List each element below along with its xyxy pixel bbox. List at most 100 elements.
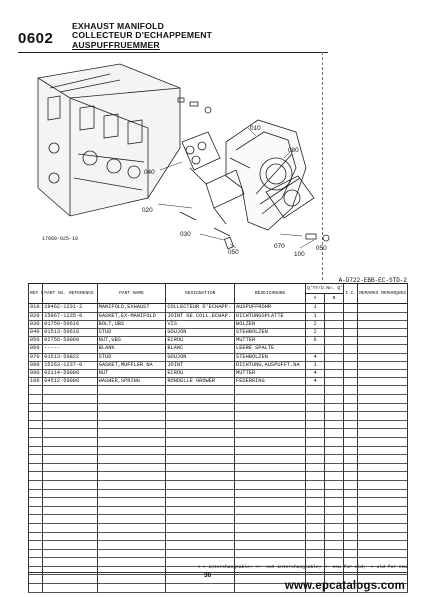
empty-cell [42, 549, 98, 559]
empty-cell [357, 497, 408, 507]
empty-cell [342, 446, 359, 456]
empty-cell [357, 385, 408, 395]
header-part-name: PART NAME [96, 282, 167, 305]
title-english: EXHAUST MANIFOLD [72, 21, 164, 31]
empty-cell [305, 480, 326, 490]
empty-row [27, 471, 408, 481]
header-quantity: Q'TY/U.No. Q'TE/No.C. STUECK/U.Nr. [305, 282, 344, 295]
callout-030: 030 [180, 231, 191, 238]
empty-cell [42, 428, 98, 438]
empty-cell [234, 411, 307, 421]
empty-cell [165, 489, 236, 499]
header-designation: DESIGNATION [165, 282, 236, 305]
empty-cell [165, 532, 236, 542]
empty-row [27, 489, 408, 499]
title-german: AUSPUFFRUEMMER [72, 39, 160, 50]
cell-rem [357, 303, 408, 313]
empty-cell [96, 394, 167, 404]
section-titles: EXHAUST MANIFOLD COLLECTEUR D'ECHAPPEMEN… [72, 21, 213, 50]
cell-a: 1 [305, 312, 326, 321]
cell-des: BLANC [165, 344, 236, 354]
cell-b [324, 336, 344, 345]
cell-ic [342, 328, 359, 337]
empty-cell [342, 497, 359, 507]
cell-a: 4 [305, 353, 326, 362]
cell-name: MANIFOLD,EXHAUST [96, 303, 167, 313]
empty-cell [27, 471, 44, 481]
cell-part: 02114-50080 [42, 369, 98, 378]
cell-part: 19462-1231-2 [42, 303, 98, 313]
empty-row [27, 463, 408, 473]
empty-cell [42, 463, 98, 473]
empty-cell [165, 549, 236, 559]
header-rule [18, 52, 328, 53]
empty-row [27, 446, 408, 456]
empty-row [27, 403, 408, 413]
cell-bez: MUTTER [234, 369, 307, 378]
empty-cell [165, 540, 236, 550]
empty-cell [305, 385, 326, 395]
cell-a: 6 [305, 336, 326, 345]
empty-cell [42, 446, 98, 456]
cell-a: 4 [305, 377, 326, 386]
empty-cell [342, 557, 359, 567]
empty-cell [96, 463, 167, 473]
callout-020: 020 [142, 207, 153, 214]
empty-cell [305, 454, 326, 464]
cell-rem [357, 312, 408, 321]
title-french: COLLECTEUR D'ECHAPPEMENT [72, 30, 213, 41]
empty-cell [165, 403, 236, 413]
empty-cell [234, 497, 307, 507]
cell-ic [342, 353, 359, 362]
header-qty-b: B [324, 293, 344, 305]
empty-cell [27, 411, 44, 421]
cell-name: WASHER,SPRING [96, 377, 167, 386]
empty-cell [42, 437, 98, 447]
cell-b [324, 320, 344, 329]
cell-rem [357, 377, 408, 386]
cell-b [324, 303, 344, 313]
cell-des: JOINT [165, 361, 236, 370]
section-number: 0602 [18, 30, 54, 47]
cell-bez: AUSPUFFROHR [234, 303, 307, 313]
cell-part: 02756-50060 [42, 336, 98, 345]
empty-row [27, 411, 408, 421]
empty-cell [27, 532, 44, 542]
empty-cell [27, 506, 44, 516]
empty-cell [27, 549, 44, 559]
callout-100: 100 [294, 251, 305, 258]
cell-ic [342, 369, 359, 378]
empty-cell [305, 437, 326, 447]
empty-cell [357, 471, 408, 481]
empty-row [27, 454, 408, 464]
header-remarks: REMARKS REMARQUES BEMERKUNGEN [357, 282, 408, 305]
cell-rem [357, 344, 408, 354]
empty-cell [96, 506, 167, 516]
empty-cell [42, 454, 98, 464]
cell-a [305, 344, 326, 354]
empty-cell [42, 523, 98, 533]
empty-cell [42, 583, 98, 593]
empty-cell [357, 566, 408, 576]
empty-cell [357, 549, 408, 559]
empty-cell [357, 480, 408, 490]
empty-cell [42, 497, 98, 507]
empty-cell [42, 557, 98, 567]
empty-cell [342, 471, 359, 481]
empty-cell [27, 574, 44, 585]
cell-a: 1 [305, 361, 326, 370]
cell-des: JOINT DE COLL.ECHAP. [165, 312, 236, 321]
empty-cell [342, 583, 359, 593]
cell-name: BLANK [96, 344, 167, 354]
empty-cell [165, 437, 236, 447]
empty-cell [324, 454, 344, 464]
cell-bez: STEHBOLZEN [234, 328, 307, 337]
cell-a: 1 [305, 303, 326, 313]
empty-cell [357, 540, 408, 550]
empty-cell [324, 420, 344, 430]
cell-no: 090 [27, 369, 44, 378]
